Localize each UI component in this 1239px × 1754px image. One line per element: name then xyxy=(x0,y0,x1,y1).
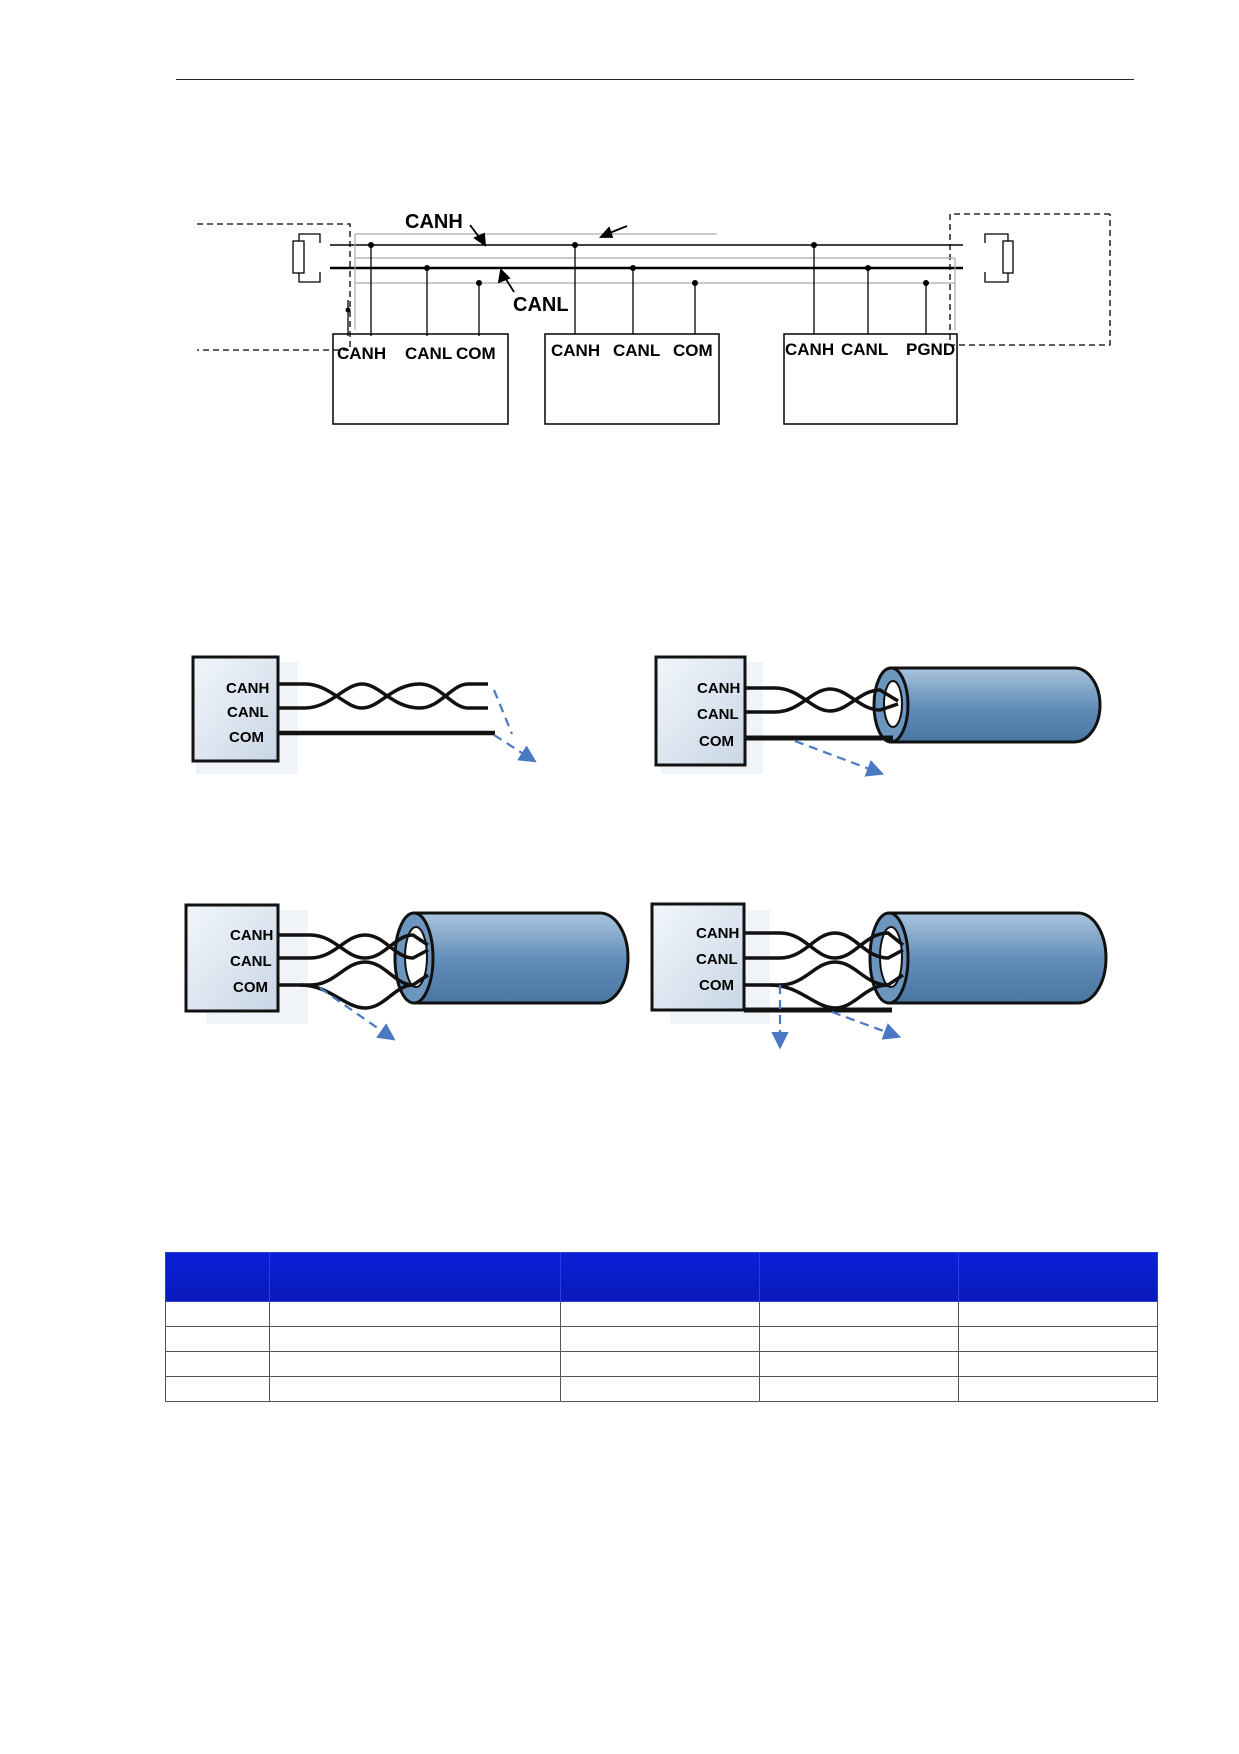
panel-2-pin-3: COM xyxy=(699,733,734,750)
table-cell xyxy=(165,1301,270,1327)
wiring-panel-2: CANH CANL COM xyxy=(654,655,1102,777)
panel-1-pin-2: CANL xyxy=(227,704,269,721)
panel-4-pin-2: CANL xyxy=(696,951,738,968)
panel-1-pin-1: CANH xyxy=(226,680,269,697)
header-rule xyxy=(176,79,1134,80)
bus-lines xyxy=(330,233,963,330)
table-row xyxy=(165,1301,1158,1327)
table-cell xyxy=(759,1376,959,1402)
table-header-cell xyxy=(269,1252,561,1302)
table-cell xyxy=(958,1301,1158,1327)
table-cell xyxy=(269,1301,561,1327)
device-3-pin-1: CANH xyxy=(785,340,834,359)
table-header-cell xyxy=(560,1252,760,1302)
device-3-drops xyxy=(813,245,927,334)
spec-table xyxy=(165,1252,1158,1402)
table-cell xyxy=(759,1351,959,1377)
wiring-panel-3: CANH CANL COM xyxy=(184,903,630,1041)
table-cell xyxy=(958,1376,1158,1402)
panel-3-pin-3: COM xyxy=(233,979,268,996)
table-cell xyxy=(958,1326,1158,1352)
wiring-panel-4: CANH CANL COM xyxy=(650,902,1108,1050)
table-row xyxy=(165,1351,1158,1377)
table-row xyxy=(165,1376,1158,1402)
panel-3-pin-1: CANH xyxy=(230,927,273,944)
right-resistor-icon xyxy=(984,233,1014,283)
device-1-pin-2: CANL xyxy=(405,344,452,363)
device-3-box xyxy=(783,333,958,425)
table-cell xyxy=(958,1351,1158,1377)
canh-label: CANH xyxy=(405,211,463,233)
device-2-pin-3: COM xyxy=(673,341,713,360)
device-1-pin-1: CANH xyxy=(337,344,386,363)
panel-3-pin-2: CANL xyxy=(230,953,272,970)
callout-arrows xyxy=(469,224,628,293)
table-row xyxy=(165,1326,1158,1352)
junction-dot xyxy=(345,307,351,313)
table-cell xyxy=(269,1326,561,1352)
table-header-cell xyxy=(165,1252,270,1302)
device-2-drops xyxy=(574,245,696,334)
wiring-panel-1: CANH CANL COM xyxy=(191,655,537,774)
table-cell xyxy=(165,1326,270,1352)
table-cell xyxy=(165,1376,270,1402)
panel-2-pin-1: CANH xyxy=(697,680,740,697)
right-termination-box xyxy=(949,213,1111,346)
panel-2-pin-2: CANL xyxy=(697,706,739,723)
device-3-pin-3: PGND xyxy=(906,340,955,359)
table-cell xyxy=(759,1326,959,1352)
left-termination-box xyxy=(197,223,351,351)
table-cell xyxy=(560,1376,760,1402)
device-1-drops xyxy=(370,245,480,336)
table-cell xyxy=(165,1351,270,1377)
device-2-pin-2: CANL xyxy=(613,341,660,360)
left-resistor-icon xyxy=(292,233,321,283)
device-1-pin-3: COM xyxy=(456,344,496,363)
table-header-cell xyxy=(759,1252,959,1302)
device-1-box xyxy=(332,333,509,425)
table-cell xyxy=(269,1351,561,1377)
wiring-panels: CANH CANL COM CANH CANL COM CANH CANL CO… xyxy=(184,655,1108,1050)
table-header-cell xyxy=(958,1252,1158,1302)
table-cell xyxy=(560,1351,760,1377)
device-2-pin-1: CANH xyxy=(551,341,600,360)
device-3-pin-2: CANL xyxy=(841,340,888,359)
table-cell xyxy=(560,1326,760,1352)
table-cell xyxy=(269,1376,561,1402)
panel-1-pin-3: COM xyxy=(229,729,264,746)
panel-4-pin-1: CANH xyxy=(696,925,739,942)
table-cell xyxy=(759,1301,959,1327)
table-header-row xyxy=(165,1252,1158,1302)
canl-label: CANL xyxy=(513,294,569,316)
panel-4-pin-3: COM xyxy=(699,977,734,994)
can-bus-diagram: CANH CANL COM CANH CANL COM CANH CANL PG… xyxy=(197,211,1111,425)
junction-dots xyxy=(368,242,929,286)
device-2-box xyxy=(544,333,720,425)
table-cell xyxy=(560,1301,760,1327)
